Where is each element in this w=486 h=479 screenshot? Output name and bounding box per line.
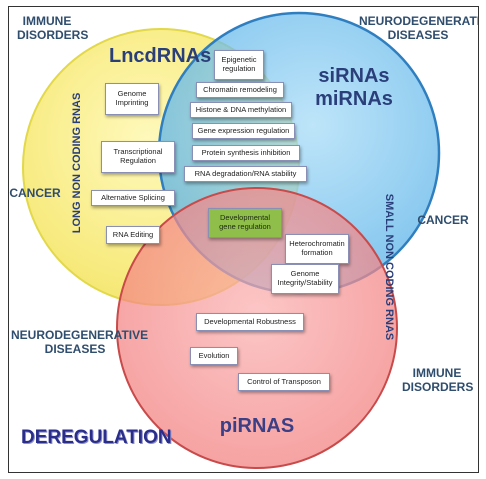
text: DISEASES bbox=[44, 341, 106, 356]
text: DISEASES bbox=[387, 27, 449, 42]
label-neurodegenerative-top-right: NEURODEGENERATIVE DISEASES bbox=[359, 14, 478, 43]
label-cancer-left: CANCER bbox=[9, 186, 61, 200]
label-cancer-right: CANCER bbox=[417, 213, 469, 227]
pirna-title: piRNAS bbox=[219, 415, 295, 437]
box-control-of-transposon: Control of Transposon bbox=[238, 373, 330, 391]
label-neurodegenerative-bottom-left: NEURODEGENERATIVE DISEASES bbox=[11, 328, 148, 357]
sirna-title: siRNAs miRNAs bbox=[314, 65, 394, 111]
small-non-coding-rnas-label: SMALL NON CODING RNAS bbox=[383, 193, 395, 341]
label-immune-disorders-bottom-right: IMMUNE DISORDERS bbox=[402, 366, 474, 395]
box-protein-synthesis-inhibition: Protein synthesis inhibition bbox=[192, 145, 300, 161]
box-chromatin-remodeling: Chromatin remodeling bbox=[196, 82, 284, 98]
box-histone-dna-methylation: Histone & DNA methylation bbox=[190, 102, 292, 118]
text: DISORDERS bbox=[402, 379, 474, 394]
label-immune-disorders-top-left: IMMUNE DISORDERS bbox=[17, 14, 88, 43]
text: NEURODEGENERATIVE bbox=[359, 14, 478, 28]
box-developmental-gene-regulation: Developmental gene regulation bbox=[208, 208, 282, 238]
box-heterochromatin-formation: Heterochromatin formation bbox=[285, 234, 349, 264]
text: miRNAs bbox=[315, 88, 393, 110]
long-non-coding-rnas-label: LONG NON CODING RNAS bbox=[71, 92, 83, 234]
box-genome-imprinting: Genome Imprinting bbox=[105, 83, 159, 115]
box-evolution: Evolution bbox=[190, 347, 238, 365]
text: DISORDERS bbox=[17, 27, 89, 42]
box-alternative-splicing: Alternative Splicing bbox=[91, 190, 175, 206]
box-rna-editing: RNA Editing bbox=[106, 226, 160, 244]
venn-diagram-frame: IMMUNE DISORDERS NEURODEGENERATIVE DISEA… bbox=[8, 6, 479, 473]
box-epigenetic-regulation: Epigenetic regulation bbox=[214, 50, 264, 80]
box-transcriptional-regulation: Transcriptional Regulation bbox=[101, 141, 175, 173]
deregulation-label: DEREGULATION bbox=[21, 427, 172, 448]
box-gene-expression-regulation: Gene expression regulation bbox=[192, 123, 295, 139]
text: IMMUNE bbox=[22, 14, 72, 28]
text: NEURODEGENERATIVE bbox=[11, 328, 149, 342]
text: IMMUNE bbox=[412, 366, 462, 380]
lncrna-title: LncdRNAs bbox=[109, 45, 212, 67]
box-rna-degradation-stability: RNA degradation/RNA stability bbox=[184, 166, 307, 182]
text: siRNAs bbox=[318, 65, 390, 87]
box-genome-integrity-stability: Genome Integrity/Stability bbox=[271, 264, 339, 294]
box-developmental-robustness: Developmental Robustness bbox=[196, 313, 304, 331]
